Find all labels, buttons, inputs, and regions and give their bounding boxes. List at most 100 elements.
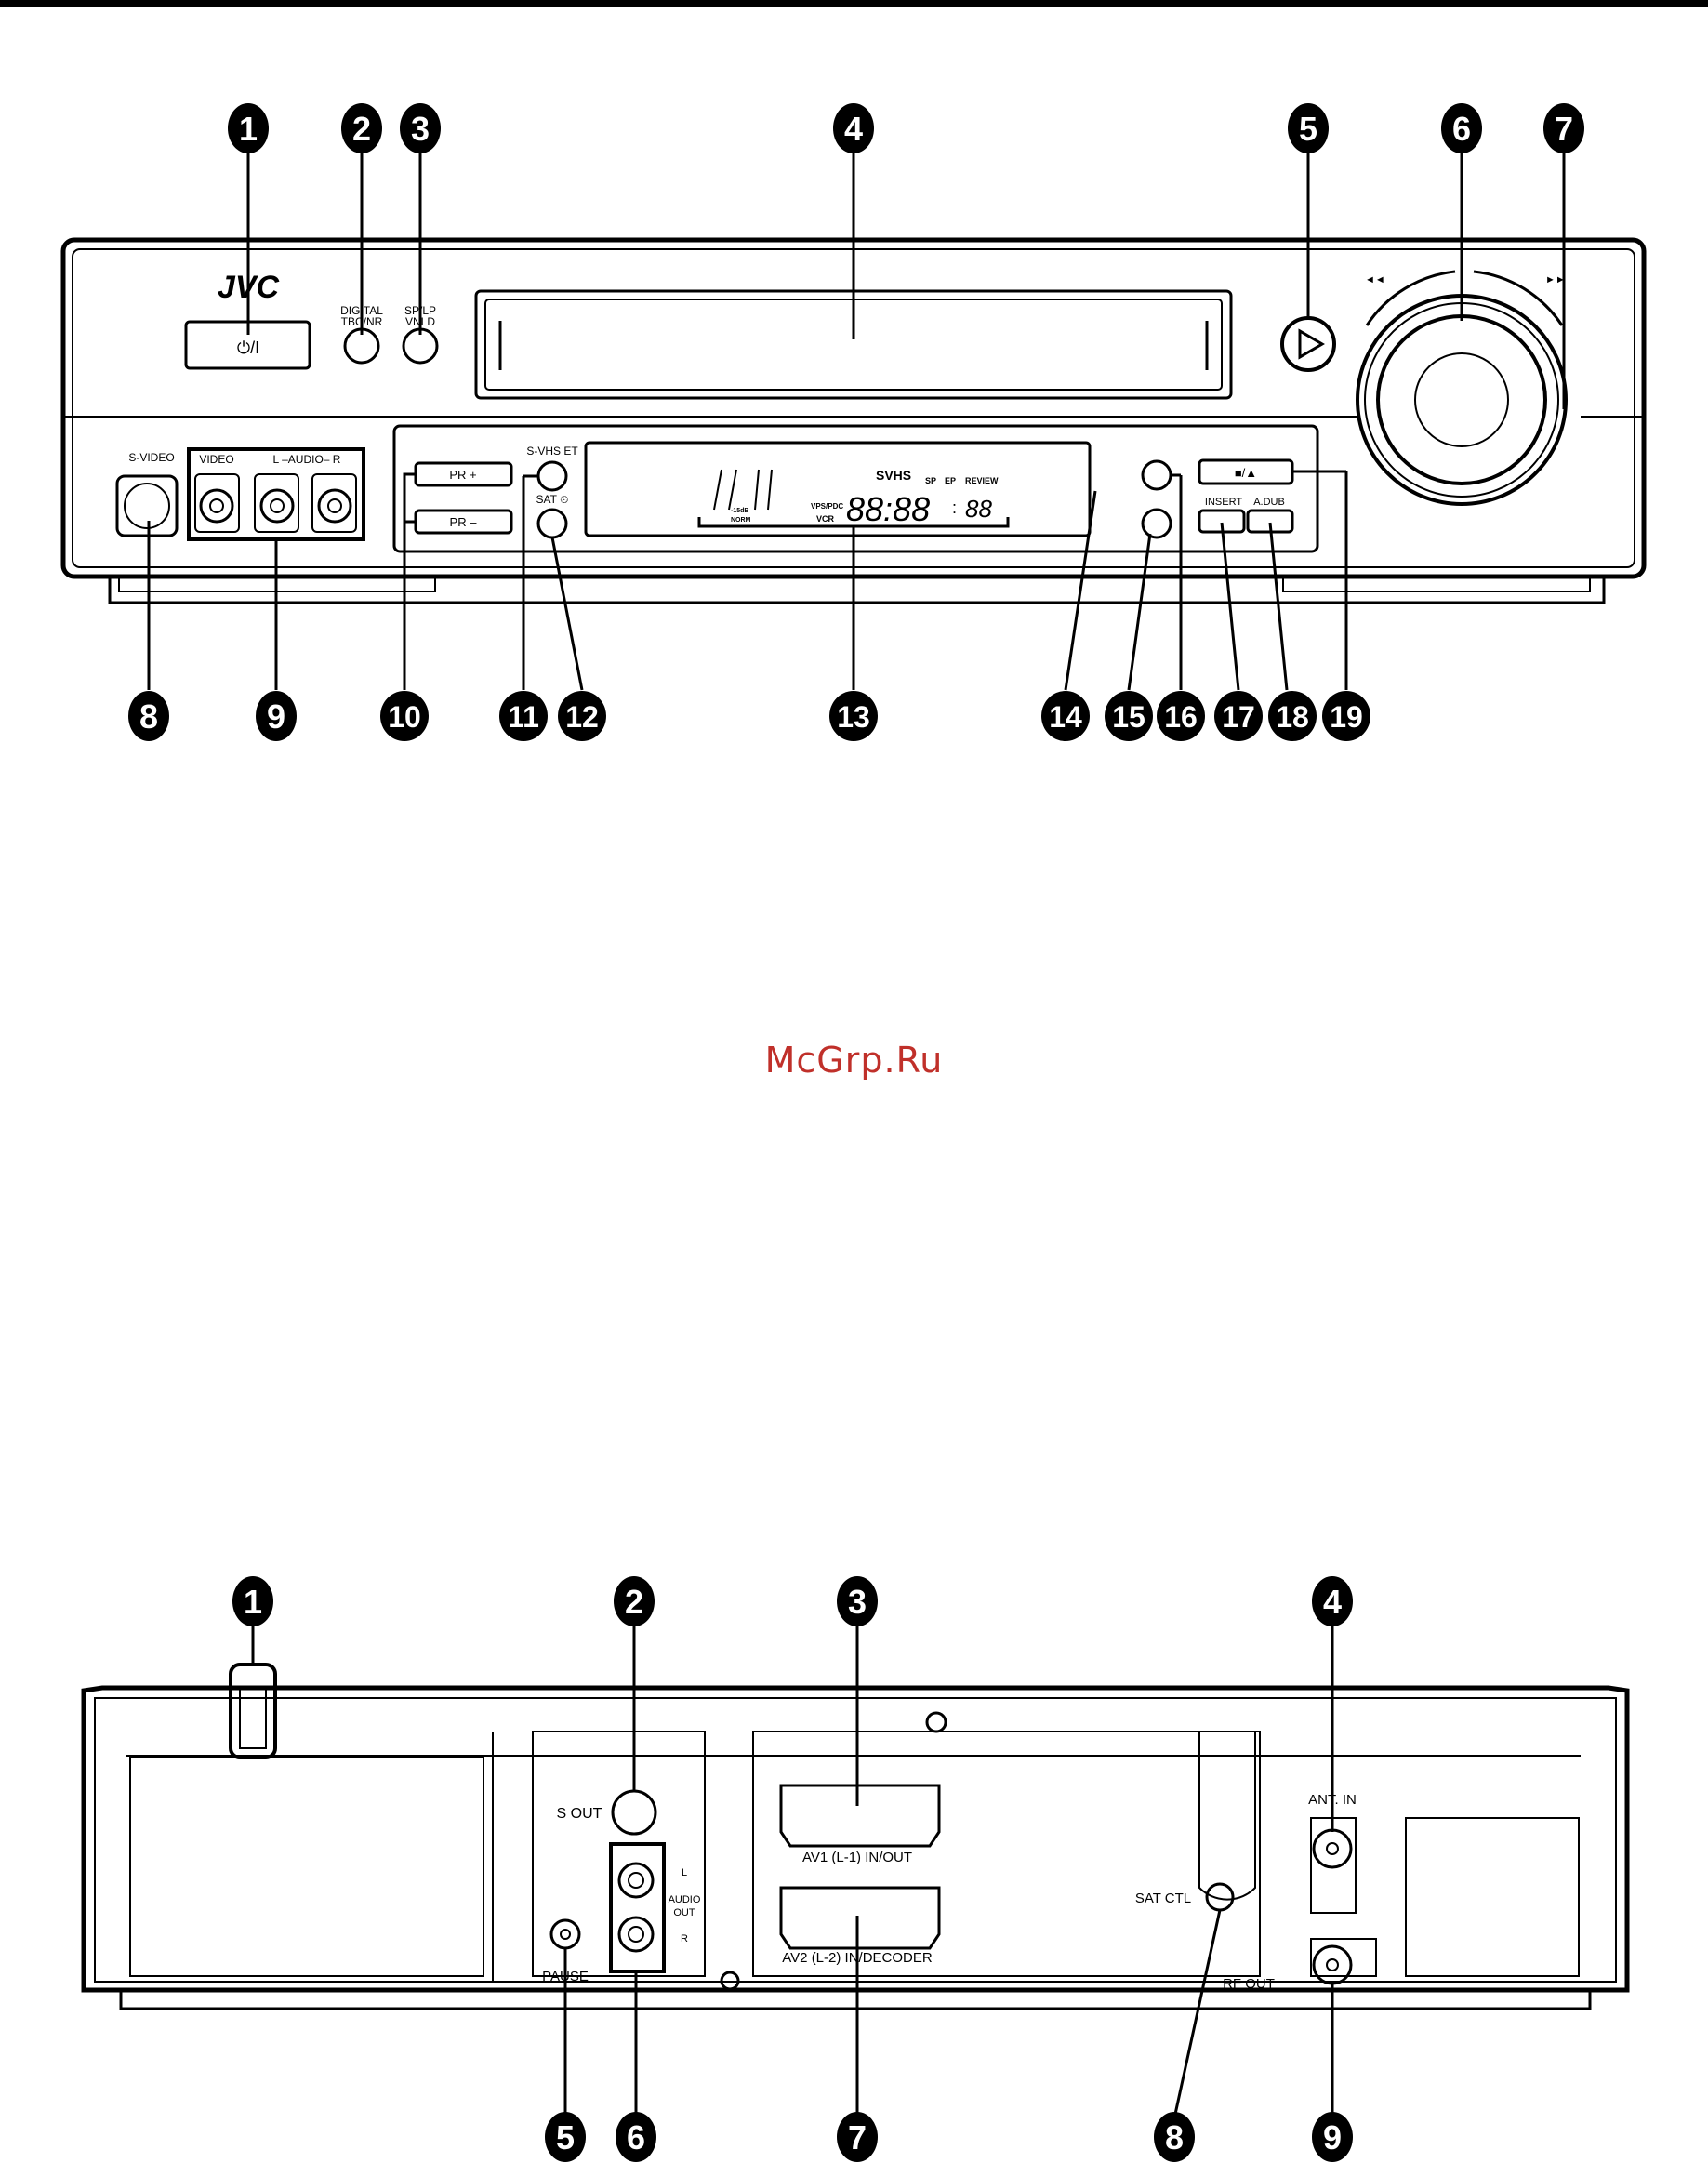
control-panel-frame [392,424,1319,553]
insert-label: INSERT [1205,497,1242,508]
av1-scart-connector[interactable] [779,1784,941,1848]
display-db: -15dB [731,508,748,514]
rear-leader-lines [563,1623,1334,2119]
pr-minus-label: PR – [450,515,478,529]
record-button[interactable] [1141,508,1172,539]
front-labels: JVC ⏻/I DIGITAL TBC/NR SP/LP VNLD ◄◄ ►► … [128,270,1565,529]
callout-marker: 2 [614,1576,655,1626]
svhs-et-label: S-VHS ET [526,445,578,458]
callout-marker: 12 [558,691,606,741]
play-button[interactable] [1280,316,1336,372]
av1-label: AV1 (L-1) IN/OUT [802,1850,912,1865]
callout-marker: 4 [1312,1576,1353,1626]
callout-marker: 8 [1154,2112,1195,2162]
callout-number: 9 [267,697,285,736]
callout-marker: 7 [1543,103,1584,153]
audio-out-r-jack[interactable] [617,1916,655,1953]
sat-ctl-label: SAT CTL [1135,1891,1191,1906]
stop-eject-label: ■/▲ [1235,466,1257,480]
callout-number: 11 [508,700,539,734]
screw-icon [925,1711,947,1733]
callout-marker: 17 [1214,691,1263,741]
callout-number: 7 [848,2118,867,2156]
adub-label: A.DUB [1253,497,1285,508]
display-time: 88:88 [846,490,930,528]
callout-number: 9 [1323,2118,1342,2156]
rear-left-panel [129,1757,484,1977]
callout-marker: 3 [400,103,441,153]
audio-out-l-jack[interactable] [617,1862,655,1899]
rear-body-outline [81,1685,1630,1993]
callout-number: 6 [627,2118,645,2156]
audio-l-in-jack[interactable] [259,488,295,524]
display-norm: NORM [731,517,751,524]
callout-marker: 15 [1105,691,1153,741]
front-panel [60,147,1647,691]
sat-button[interactable] [536,508,568,539]
rear-labels: S OUT AV1 (L-1) IN/OUT AV2 (L-2) IN/DECO… [542,1792,1357,1992]
callout-marker: 10 [380,691,429,741]
callout-marker: 9 [256,691,297,741]
shuttle-ring[interactable] [1356,294,1568,506]
svideo-front-jack[interactable] [115,474,179,537]
callout-number: 18 [1276,700,1309,734]
watermark: McGrp.Ru [764,1040,944,1081]
callout-marker: 3 [837,1576,878,1626]
front-base [108,577,1606,604]
callout-number: 15 [1112,700,1145,734]
callout-number: 12 [565,700,599,734]
callout-number: 19 [1330,700,1363,734]
callout-marker: 6 [616,2112,656,2162]
pause-jack[interactable] [549,1918,581,1950]
video-in-jack[interactable] [199,488,234,524]
audio-r-in-jack[interactable] [317,488,352,524]
sat-ctl-jack[interactable] [1205,1882,1235,1912]
av2-label: AV2 (L-2) IN/DECODER [782,1950,933,1966]
ant-in-jack[interactable] [1312,1828,1353,1869]
video-label: VIDEO [199,453,233,466]
callout-number: 3 [411,110,430,148]
callout-marker: 1 [232,1576,273,1626]
display-svhs: SVHS [876,468,911,483]
av2-scart-connector[interactable] [779,1886,941,1950]
svhs-et-button[interactable] [536,460,568,492]
front-leader-lines [147,147,1566,691]
s-out-label: S OUT [557,1806,602,1822]
callout-marker: 6 [1441,103,1482,153]
play-icon [1298,328,1325,360]
callout-marker: 8 [128,691,169,741]
rear-panel [81,1601,1630,2119]
callout-number: 3 [848,1583,867,1621]
callout-marker: 16 [1157,691,1205,741]
callout-number: 1 [239,110,258,148]
audio-l-label: L [682,1867,687,1878]
callout-number: 8 [139,697,158,736]
audio-label: AUDIO [669,1894,701,1905]
callout-marker: 4 [833,103,874,153]
callout-number: 17 [1222,700,1255,734]
s-out-jack[interactable] [611,1789,657,1836]
pr-plus-label: PR + [449,468,476,482]
callout-marker: 18 [1268,691,1317,741]
ant-in-label: ANT. IN [1308,1792,1357,1808]
display-vps: VPS/PDC [811,502,843,511]
sat-label: SAT ⏲ [536,493,569,506]
rear-callouts: 1 2 3 4 5 6 7 8 9 [232,1576,1353,2162]
splp-label-2: VNLD [405,315,435,328]
callout-number: 6 [1452,110,1471,148]
jog-dial[interactable] [1376,314,1547,485]
callout-marker: 7 [837,2112,878,2162]
callout-marker: 13 [829,691,878,741]
screw-icon [720,1971,740,1991]
pause-button[interactable] [1141,459,1172,491]
rf-out-jack[interactable] [1312,1944,1353,1985]
digital-label-2: TBC/NR [341,315,383,328]
display-sp: SP [925,476,936,485]
display-colon: : [952,498,957,517]
callout-marker: 1 [228,103,269,153]
audio-label: L –AUDIO– R [273,453,341,466]
rew-mark: ◄◄ [1365,274,1385,285]
audio-out-label: OUT [673,1907,695,1918]
audio-r-label: R [681,1933,688,1944]
